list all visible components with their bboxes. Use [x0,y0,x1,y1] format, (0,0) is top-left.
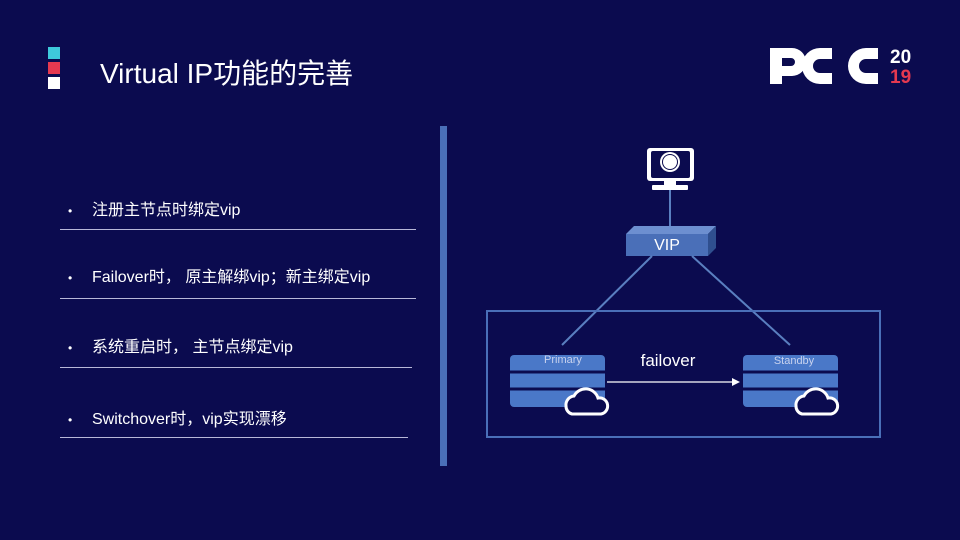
bullet-underline [60,298,416,299]
title-marker [48,47,60,92]
failover-label: failover [641,351,696,370]
standby-cloud-icon [794,387,840,416]
bullet-underline [60,229,416,230]
bullet-dot: • [68,341,73,355]
marker-block-white [48,77,60,89]
computer-icon [647,148,694,190]
vip-to-primary-line [561,255,653,346]
pcc-logo: 20 19 [766,44,926,93]
bullet-item: • Failover时， 原主解绑vip；新主绑定vip [60,263,420,287]
logo-year-top: 20 [890,47,911,68]
bullet-dot: • [68,204,73,218]
bullet-text: Switchover时，vip实现漂移 [92,411,287,428]
vip-box: VIP [626,226,716,256]
cluster-frame [486,310,881,438]
marker-block-cyan [48,47,60,59]
marker-block-red [48,62,60,74]
logo-year-bottom: 19 [890,67,911,88]
bullet-item: • Switchover时，vip实现漂移 [60,405,420,429]
primary-label: Primary [544,354,582,366]
bullet-item: • 注册主节点时绑定vip [60,196,420,220]
failover-arrow-head [732,378,740,386]
logo-letter-p [770,48,806,84]
primary-cloud-icon [564,387,610,416]
logo-letter-c1 [802,48,832,84]
vertical-divider [440,126,447,466]
vip-label: VIP [654,237,680,254]
bullet-dot: • [68,413,73,427]
bullet-dot: • [68,271,73,285]
bullet-item: • 系统重启时， 主节点绑定vip [60,333,420,357]
logo-letter-c2 [848,48,878,84]
bullet-underline [60,437,408,438]
slide-title: Virtual IP功能的完善 [100,58,354,89]
vip-to-standby-line [691,255,791,346]
bullet-text: 系统重启时， 主节点绑定vip [92,339,293,356]
bullet-text: Failover时， 原主解绑vip；新主绑定vip [92,269,371,286]
bullet-underline [60,367,412,368]
bullet-text: 注册主节点时绑定vip [92,202,241,219]
standby-label: Standby [774,355,815,367]
